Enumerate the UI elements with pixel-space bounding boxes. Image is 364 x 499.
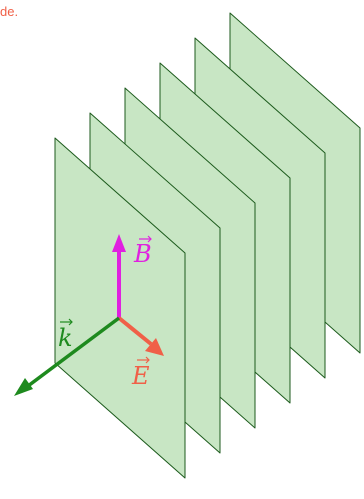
vector-b-arrowhead bbox=[112, 234, 126, 252]
vector-e-label-arrow bbox=[137, 356, 150, 364]
vector-k-arrowhead bbox=[14, 378, 33, 396]
vector-b-label: B bbox=[133, 240, 152, 268]
vector-k-shaft bbox=[26, 316, 121, 388]
vector-k-label: k bbox=[58, 324, 73, 352]
vector-b: B bbox=[112, 234, 152, 318]
vector-k-label-arrow bbox=[60, 318, 73, 326]
vector-b-label-arrow bbox=[139, 235, 152, 243]
vector-e-label: E bbox=[131, 362, 150, 390]
vector-e: E bbox=[117, 316, 164, 390]
vector-e-arrowhead bbox=[145, 338, 164, 356]
vector-k: k bbox=[14, 316, 121, 396]
vector-e-shaft bbox=[117, 316, 153, 346]
corner-text: de. bbox=[0, 4, 19, 19]
wavefront-planes bbox=[54, 12, 361, 479]
